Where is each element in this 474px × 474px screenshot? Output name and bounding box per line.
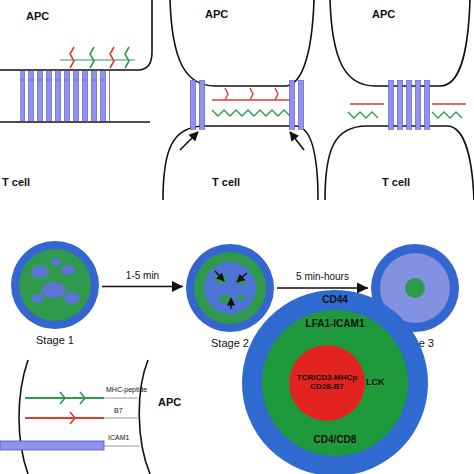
tcr-bars [20, 71, 110, 121]
molecule-label: MHC-peptide [106, 386, 147, 394]
tcr-cluster [42, 282, 66, 298]
tcr-molecule [60, 392, 85, 404]
time-arrow [102, 286, 183, 288]
icam-molecule [125, 47, 129, 68]
cell-label: T cell [2, 176, 30, 189]
zone-circle: LFA1-ICAM1CD4/CD8 LCK TCR/CD3-MHCp CD28-B7 [262, 310, 408, 456]
zone-fill [242, 290, 428, 474]
molecule-label: CD44 [242, 294, 428, 306]
adhesion-ring [194, 252, 266, 324]
outer-ring [186, 244, 274, 332]
icam-molecule [90, 47, 94, 68]
tcr-cluster [237, 295, 245, 301]
movement-arrow [230, 298, 231, 309]
central-zone [204, 262, 256, 314]
tcr-bars [287, 80, 306, 130]
leader-line [104, 446, 140, 447]
molecule-label: TCR/CD3-MHCp CD28-B7 [295, 373, 359, 391]
time-label: 1-5 min [126, 270, 159, 282]
tcr-cluster [61, 265, 75, 275]
tcr-cluster [64, 292, 80, 304]
stage-circle: Stage 1 [10, 240, 100, 350]
mhc-molecule [350, 103, 466, 104]
apc-membrane [330, 0, 470, 86]
lfa1-icam1-bar [0, 441, 104, 450]
movement-arrow [290, 132, 304, 150]
tcr-cluster [51, 258, 61, 266]
tcr-cluster [32, 293, 44, 303]
cell-label: T cell [382, 176, 410, 189]
apc-membrane [0, 0, 152, 70]
zone-circle: CD44LFA1-ICAM1CD4/CD8 LCK TCR/CD3-MHCp CD2… [242, 290, 428, 474]
molecule-label: LFA1-ICAM1 [262, 318, 408, 330]
time-label: 5 min-hours [296, 271, 349, 283]
movement-arrow [215, 271, 224, 281]
molecule-label: LCK [366, 377, 396, 387]
time-arrow [277, 287, 368, 289]
icam-molecule [60, 60, 135, 61]
tcr-bars [187, 80, 206, 130]
leader-line [104, 418, 138, 419]
cell-label: APC [158, 396, 181, 409]
zone-fill [289, 345, 365, 421]
stage-label: Stage 1 [10, 334, 100, 347]
node-outline [10, 240, 100, 350]
tcell-membrane [325, 126, 474, 200]
apc-membrane [139, 360, 150, 474]
cell-label: APC [372, 8, 395, 21]
tcr-bars [385, 80, 431, 130]
apc-membrane [170, 0, 314, 86]
tcell-membrane [0, 121, 150, 123]
molecule-label: B7 [114, 407, 123, 415]
movement-arrow [237, 273, 247, 282]
mhc-molecule [110, 47, 114, 68]
cell-label: APC [205, 8, 228, 21]
mhc-molecule [70, 47, 74, 68]
cell-label: T cell [212, 176, 240, 189]
tcr-cluster [215, 275, 227, 283]
zone-fill [262, 310, 408, 456]
outer-ring [11, 241, 99, 329]
tcell-membrane [163, 126, 318, 200]
adhesion-zone [19, 249, 91, 321]
movement-arrow [180, 132, 198, 150]
tcr-cluster [219, 295, 231, 303]
zone-circle: TCR/CD3-MHCp CD28-B7 [289, 345, 365, 421]
mhc-molecule [225, 88, 278, 100]
tcr-cluster [31, 266, 49, 278]
cd28-molecule [25, 417, 104, 419]
icam-molecule [348, 112, 462, 118]
cell-label: APC [26, 10, 49, 23]
central-cluster [405, 278, 425, 298]
cd28-molecule [70, 412, 75, 424]
molecule-label: CD4/CD8 [262, 434, 408, 446]
icam-molecule [212, 110, 290, 116]
leader-line [104, 398, 138, 399]
molecule-label: ICAM1 [108, 434, 129, 442]
